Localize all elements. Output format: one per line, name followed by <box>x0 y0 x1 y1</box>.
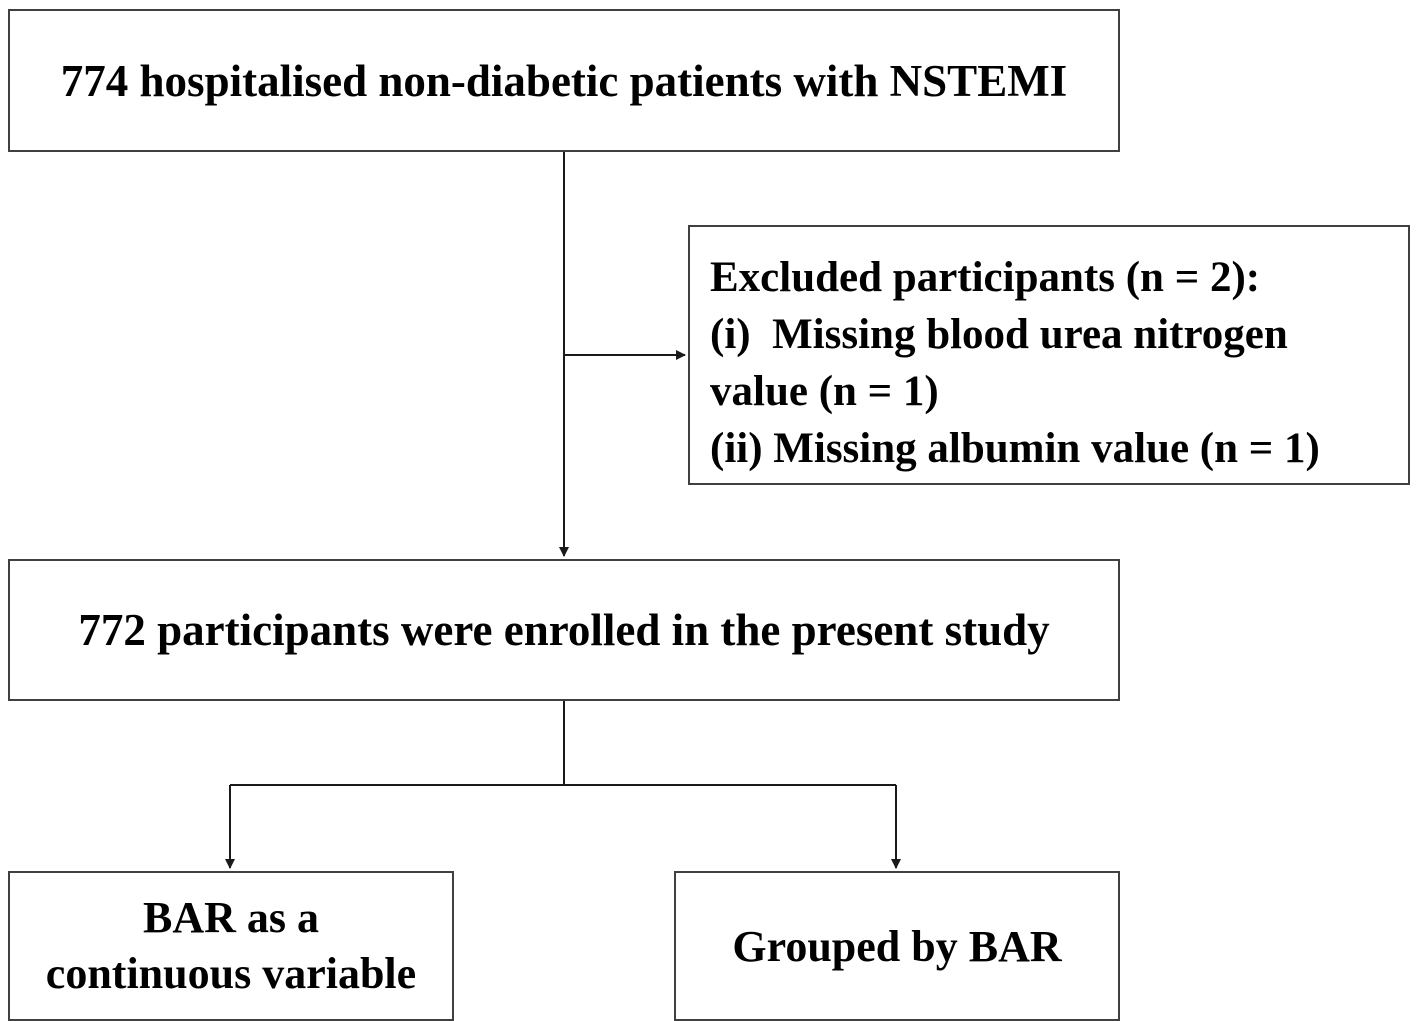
initial-population-text: 774 hospitalised non-diabetic patients w… <box>60 55 1068 106</box>
continuous-variable-line-2: continuous variable <box>45 949 417 998</box>
excluded-reason-1-count: value (n = 1) <box>710 368 939 415</box>
excluded-participants-box: Excluded participants (n = 2): (i) Missi… <box>688 225 1410 485</box>
grouped-by-bar-box: Grouped by BAR <box>674 871 1120 1021</box>
grouped-by-bar-text: Grouped by BAR <box>732 921 1062 971</box>
continuous-variable-line-1: BAR as a <box>142 893 320 942</box>
excluded-reason-1: (i) Missing blood urea nitrogen <box>710 311 1288 358</box>
initial-population-box: 774 hospitalised non-diabetic patients w… <box>8 9 1120 152</box>
excluded-reason-2: (ii) Missing albumin value (n = 1) <box>710 425 1320 472</box>
continuous-variable-box: BAR as a continuous variable <box>8 871 454 1021</box>
excluded-heading: Excluded participants (n = 2): <box>710 254 1261 301</box>
enrolled-participants-text: 772 participants were enrolled in the pr… <box>78 605 1050 655</box>
enrolled-participants-box: 772 participants were enrolled in the pr… <box>8 559 1120 701</box>
